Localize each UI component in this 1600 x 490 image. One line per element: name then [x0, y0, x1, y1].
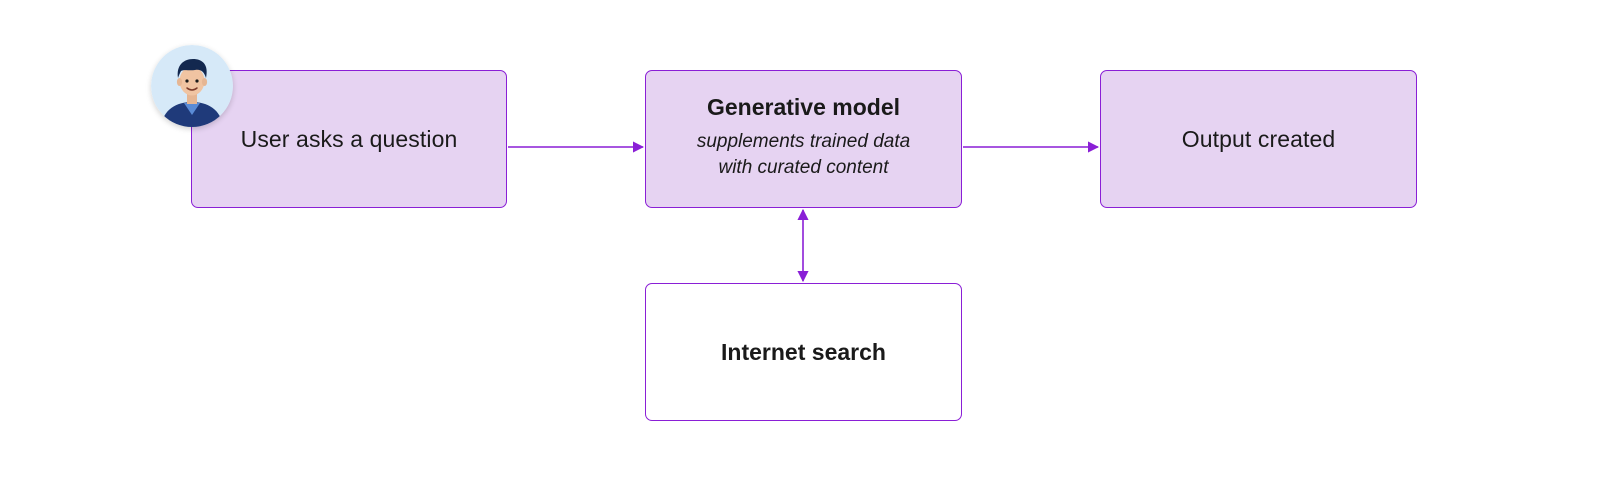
- node-output-created: Output created: [1100, 70, 1417, 208]
- user-avatar-icon: [151, 45, 233, 127]
- node-internet-search: Internet search: [645, 283, 962, 421]
- node-model-title: Generative model: [706, 93, 901, 120]
- node-search-label: Internet search: [721, 338, 886, 365]
- node-model-subtitle: supplements trained data with curated co…: [696, 130, 911, 178]
- node-user-label: User asks a question: [240, 125, 458, 152]
- node-user-question: User asks a question: [191, 70, 507, 208]
- node-generative-model: Generative model supplements trained dat…: [645, 70, 962, 208]
- node-output-label: Output created: [1181, 125, 1336, 152]
